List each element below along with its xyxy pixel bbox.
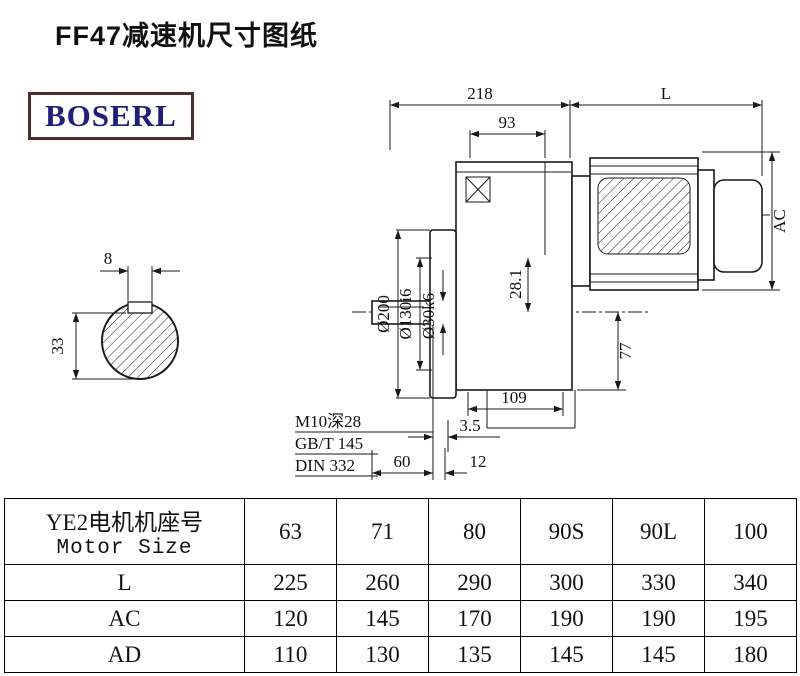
row-label: L bbox=[4, 564, 245, 601]
table-row: AC 120 145 170 190 190 195 bbox=[4, 600, 797, 637]
motor-size-header-cn: YE2电机机座号 bbox=[45, 510, 204, 535]
motor-stator bbox=[597, 177, 691, 255]
table-cell: 190 bbox=[612, 600, 705, 637]
dim-218-label: 218 bbox=[467, 84, 493, 103]
table-cell: 290 bbox=[428, 564, 521, 601]
table-cell: 190 bbox=[520, 600, 613, 637]
col-header: 63 bbox=[244, 498, 337, 565]
shaft-section-circle bbox=[101, 302, 179, 380]
table-cell: 130 bbox=[336, 636, 429, 673]
extension-lines bbox=[295, 100, 780, 480]
table-cell: 110 bbox=[244, 636, 337, 673]
dim-3-5-label: 3.5 bbox=[459, 416, 480, 435]
note-m10-label: M10深28 bbox=[295, 412, 361, 431]
table-row: L 225 260 290 300 330 340 bbox=[4, 564, 797, 601]
col-header: 90L bbox=[612, 498, 705, 565]
table-cell: 135 bbox=[428, 636, 521, 673]
motor-fan-cover bbox=[713, 179, 763, 273]
motor-endbell bbox=[697, 169, 715, 281]
row-label: AC bbox=[4, 600, 245, 637]
table-row: AD 110 130 135 145 145 180 bbox=[4, 636, 797, 673]
dimension-annotations: 218 L 93 AC Ø200 Ø130i6 Ø30k6 28.1 77 10… bbox=[295, 84, 789, 480]
keyway-slot bbox=[127, 301, 153, 314]
page-title: FF47减速机尺寸图纸 bbox=[55, 21, 319, 51]
table-cell: 145 bbox=[336, 600, 429, 637]
dim-77-label: 77 bbox=[616, 342, 635, 360]
table-cell: 330 bbox=[612, 564, 705, 601]
bearing-box bbox=[465, 176, 491, 203]
note-din-label: DIN 332 bbox=[295, 456, 355, 475]
note-gbt-label: GB/T 145 bbox=[295, 434, 363, 453]
motor-fins bbox=[590, 165, 698, 283]
table-cell: 145 bbox=[520, 636, 613, 673]
col-header: 71 bbox=[336, 498, 429, 565]
motor-size-header: YE2电机机座号 Motor Size bbox=[4, 498, 245, 565]
table-cell: 225 bbox=[244, 564, 337, 601]
dim-d130-label: Ø130i6 bbox=[396, 289, 415, 340]
table-cell: 145 bbox=[612, 636, 705, 673]
dim-60-label: 60 bbox=[394, 452, 411, 471]
table-cell: 195 bbox=[704, 600, 797, 637]
dim-93-label: 93 bbox=[499, 113, 516, 132]
motor-flange-adapter bbox=[571, 175, 591, 287]
dim-d200-label: Ø200 bbox=[374, 295, 393, 333]
col-header: 90S bbox=[520, 498, 613, 565]
table-cell: 300 bbox=[520, 564, 613, 601]
table-cell: 260 bbox=[336, 564, 429, 601]
table-cell: 340 bbox=[704, 564, 797, 601]
motor-size-header-en: Motor Size bbox=[56, 537, 193, 560]
gearbox-motor-view bbox=[352, 157, 770, 429]
dim-28-1-label: 28.1 bbox=[506, 269, 525, 299]
dim-12-label: 12 bbox=[470, 452, 487, 471]
dim-33-label: 33 bbox=[48, 338, 67, 355]
row-label: AD bbox=[4, 636, 245, 673]
shaft-section-view: 8 33 bbox=[48, 249, 180, 380]
col-header: 100 bbox=[704, 498, 797, 565]
dim-L-label: L bbox=[661, 84, 671, 103]
brand-logo: BOSERL bbox=[28, 92, 194, 140]
extension-lines bbox=[72, 266, 180, 380]
dim-AC-label: AC bbox=[770, 209, 789, 233]
dim-8-label: 8 bbox=[104, 249, 113, 268]
dimension-table: YE2电机机座号 Motor Size 63 71 80 90S 90L 100… bbox=[4, 498, 797, 673]
col-header: 80 bbox=[428, 498, 521, 565]
table-cell: 120 bbox=[244, 600, 337, 637]
technical-drawing: 8 33 bbox=[48, 84, 789, 480]
table-cell: 170 bbox=[428, 600, 521, 637]
table-cell: 180 bbox=[704, 636, 797, 673]
dim-d30-label: Ø30k6 bbox=[419, 293, 438, 339]
dim-109-label: 109 bbox=[501, 388, 527, 407]
